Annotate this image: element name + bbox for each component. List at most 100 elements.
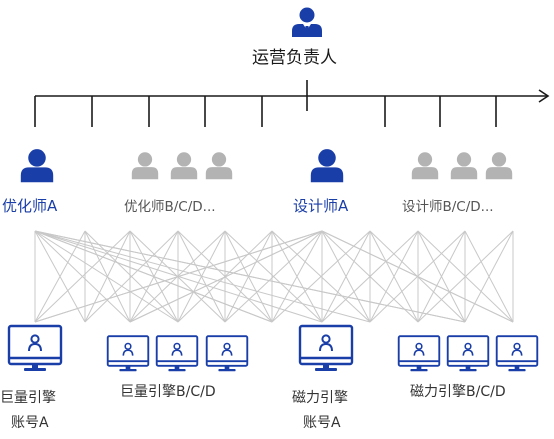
juliang-account-a-line1: 巨量引擎 bbox=[0, 390, 56, 406]
cili-account-a-line1: 磁力引擎 bbox=[292, 390, 348, 406]
designer-a-icon bbox=[310, 149, 344, 183]
user-head bbox=[223, 342, 231, 350]
axis-arrow-icon bbox=[538, 89, 550, 103]
person-head bbox=[491, 152, 507, 167]
mesh-line bbox=[417, 230, 514, 323]
connection-mesh bbox=[34, 230, 514, 323]
person-body bbox=[411, 167, 439, 180]
monitor-neck bbox=[416, 365, 422, 370]
person-body bbox=[310, 167, 344, 183]
cili-c-monitor-icon bbox=[446, 335, 490, 372]
monitor-stand bbox=[315, 368, 337, 371]
mesh-line bbox=[34, 230, 131, 323]
mesh-line bbox=[321, 230, 514, 323]
user-head bbox=[513, 342, 521, 350]
juliang-account-a-line2: 账号A bbox=[11, 415, 49, 431]
person-head bbox=[211, 152, 227, 167]
user-shoulders bbox=[511, 349, 523, 356]
timeline-axis bbox=[34, 80, 550, 127]
person-head bbox=[137, 152, 153, 167]
user-head bbox=[124, 342, 132, 350]
monitor-stand bbox=[508, 368, 526, 372]
optimizer-c-icon bbox=[170, 152, 198, 180]
mesh-line bbox=[34, 230, 323, 323]
user-head bbox=[30, 334, 40, 344]
user-shoulders bbox=[462, 349, 474, 356]
user-shoulders bbox=[221, 349, 233, 356]
mesh-line bbox=[34, 230, 179, 323]
monitor-neck bbox=[32, 364, 38, 369]
monitor-neck bbox=[514, 365, 520, 370]
mesh-line bbox=[321, 230, 419, 323]
user-shoulders bbox=[28, 342, 42, 352]
juliang-account-a-monitor-icon bbox=[7, 324, 63, 371]
user-shoulders bbox=[413, 349, 425, 356]
manager-label: 运营负责人 bbox=[252, 48, 337, 68]
optimizer-a-icon bbox=[20, 149, 54, 183]
person-head bbox=[417, 152, 433, 167]
optimizer-a-label: 优化师A bbox=[2, 197, 58, 215]
monitor-stand bbox=[168, 368, 186, 372]
person-body bbox=[205, 167, 233, 180]
mesh-line bbox=[177, 230, 226, 323]
cili-b-monitor-icon bbox=[397, 335, 441, 372]
cili-others-label: 磁力引擎B/C/D bbox=[410, 384, 506, 400]
mesh-line bbox=[464, 230, 514, 323]
designer-d-icon bbox=[485, 152, 513, 180]
designer-others-label: 设计师B/C/D... bbox=[402, 199, 494, 215]
mesh-line bbox=[369, 230, 419, 323]
person-body bbox=[485, 167, 513, 180]
juliang-c-monitor-icon bbox=[155, 335, 199, 372]
person-body bbox=[131, 167, 159, 180]
person-head bbox=[318, 149, 336, 167]
user-head bbox=[464, 342, 472, 350]
user-shoulders bbox=[171, 349, 183, 356]
person-body bbox=[20, 167, 54, 183]
monitor-stand bbox=[119, 368, 137, 372]
person-head bbox=[299, 7, 315, 23]
monitor-stand bbox=[410, 368, 428, 372]
cili-account-a-monitor-icon bbox=[298, 324, 354, 371]
monitor-stand bbox=[459, 368, 477, 372]
juliang-b-monitor-icon bbox=[106, 335, 150, 372]
user-head bbox=[173, 342, 181, 350]
juliang-others-label: 巨量引擎B/C/D bbox=[120, 384, 216, 400]
designer-a-label: 设计师A bbox=[293, 197, 349, 215]
manager-person-icon bbox=[292, 7, 322, 37]
user-head bbox=[415, 342, 423, 350]
optimizer-others-label: 优化师B/C/D... bbox=[124, 199, 216, 215]
monitor-stand bbox=[218, 368, 236, 372]
person-body bbox=[450, 167, 478, 180]
cili-d-monitor-icon bbox=[495, 335, 539, 372]
user-shoulders bbox=[319, 342, 333, 352]
mesh-line bbox=[321, 230, 371, 323]
optimizer-d-icon bbox=[205, 152, 233, 180]
monitor-neck bbox=[323, 364, 329, 369]
mesh-line bbox=[129, 230, 323, 323]
mesh-line bbox=[224, 230, 323, 323]
person-body bbox=[170, 167, 198, 180]
juliang-d-monitor-icon bbox=[205, 335, 249, 372]
user-shoulders bbox=[122, 349, 134, 356]
person-head bbox=[176, 152, 192, 167]
monitor-neck bbox=[125, 365, 131, 370]
mesh-line bbox=[34, 230, 466, 323]
monitor-neck bbox=[224, 365, 230, 370]
mesh-line bbox=[34, 230, 273, 323]
mesh-line bbox=[271, 230, 323, 323]
person-head bbox=[28, 149, 46, 167]
mesh-line bbox=[84, 230, 179, 323]
monitor-neck bbox=[174, 365, 180, 370]
optimizer-b-icon bbox=[131, 152, 159, 180]
mesh-line bbox=[417, 230, 466, 323]
monitor-stand bbox=[24, 368, 46, 371]
designer-b-icon bbox=[411, 152, 439, 180]
mesh-line bbox=[34, 230, 86, 323]
user-head bbox=[321, 334, 331, 344]
monitor-neck bbox=[465, 365, 471, 370]
person-head bbox=[456, 152, 472, 167]
cili-account-a-line2: 账号A bbox=[303, 415, 341, 431]
tie bbox=[305, 26, 309, 37]
